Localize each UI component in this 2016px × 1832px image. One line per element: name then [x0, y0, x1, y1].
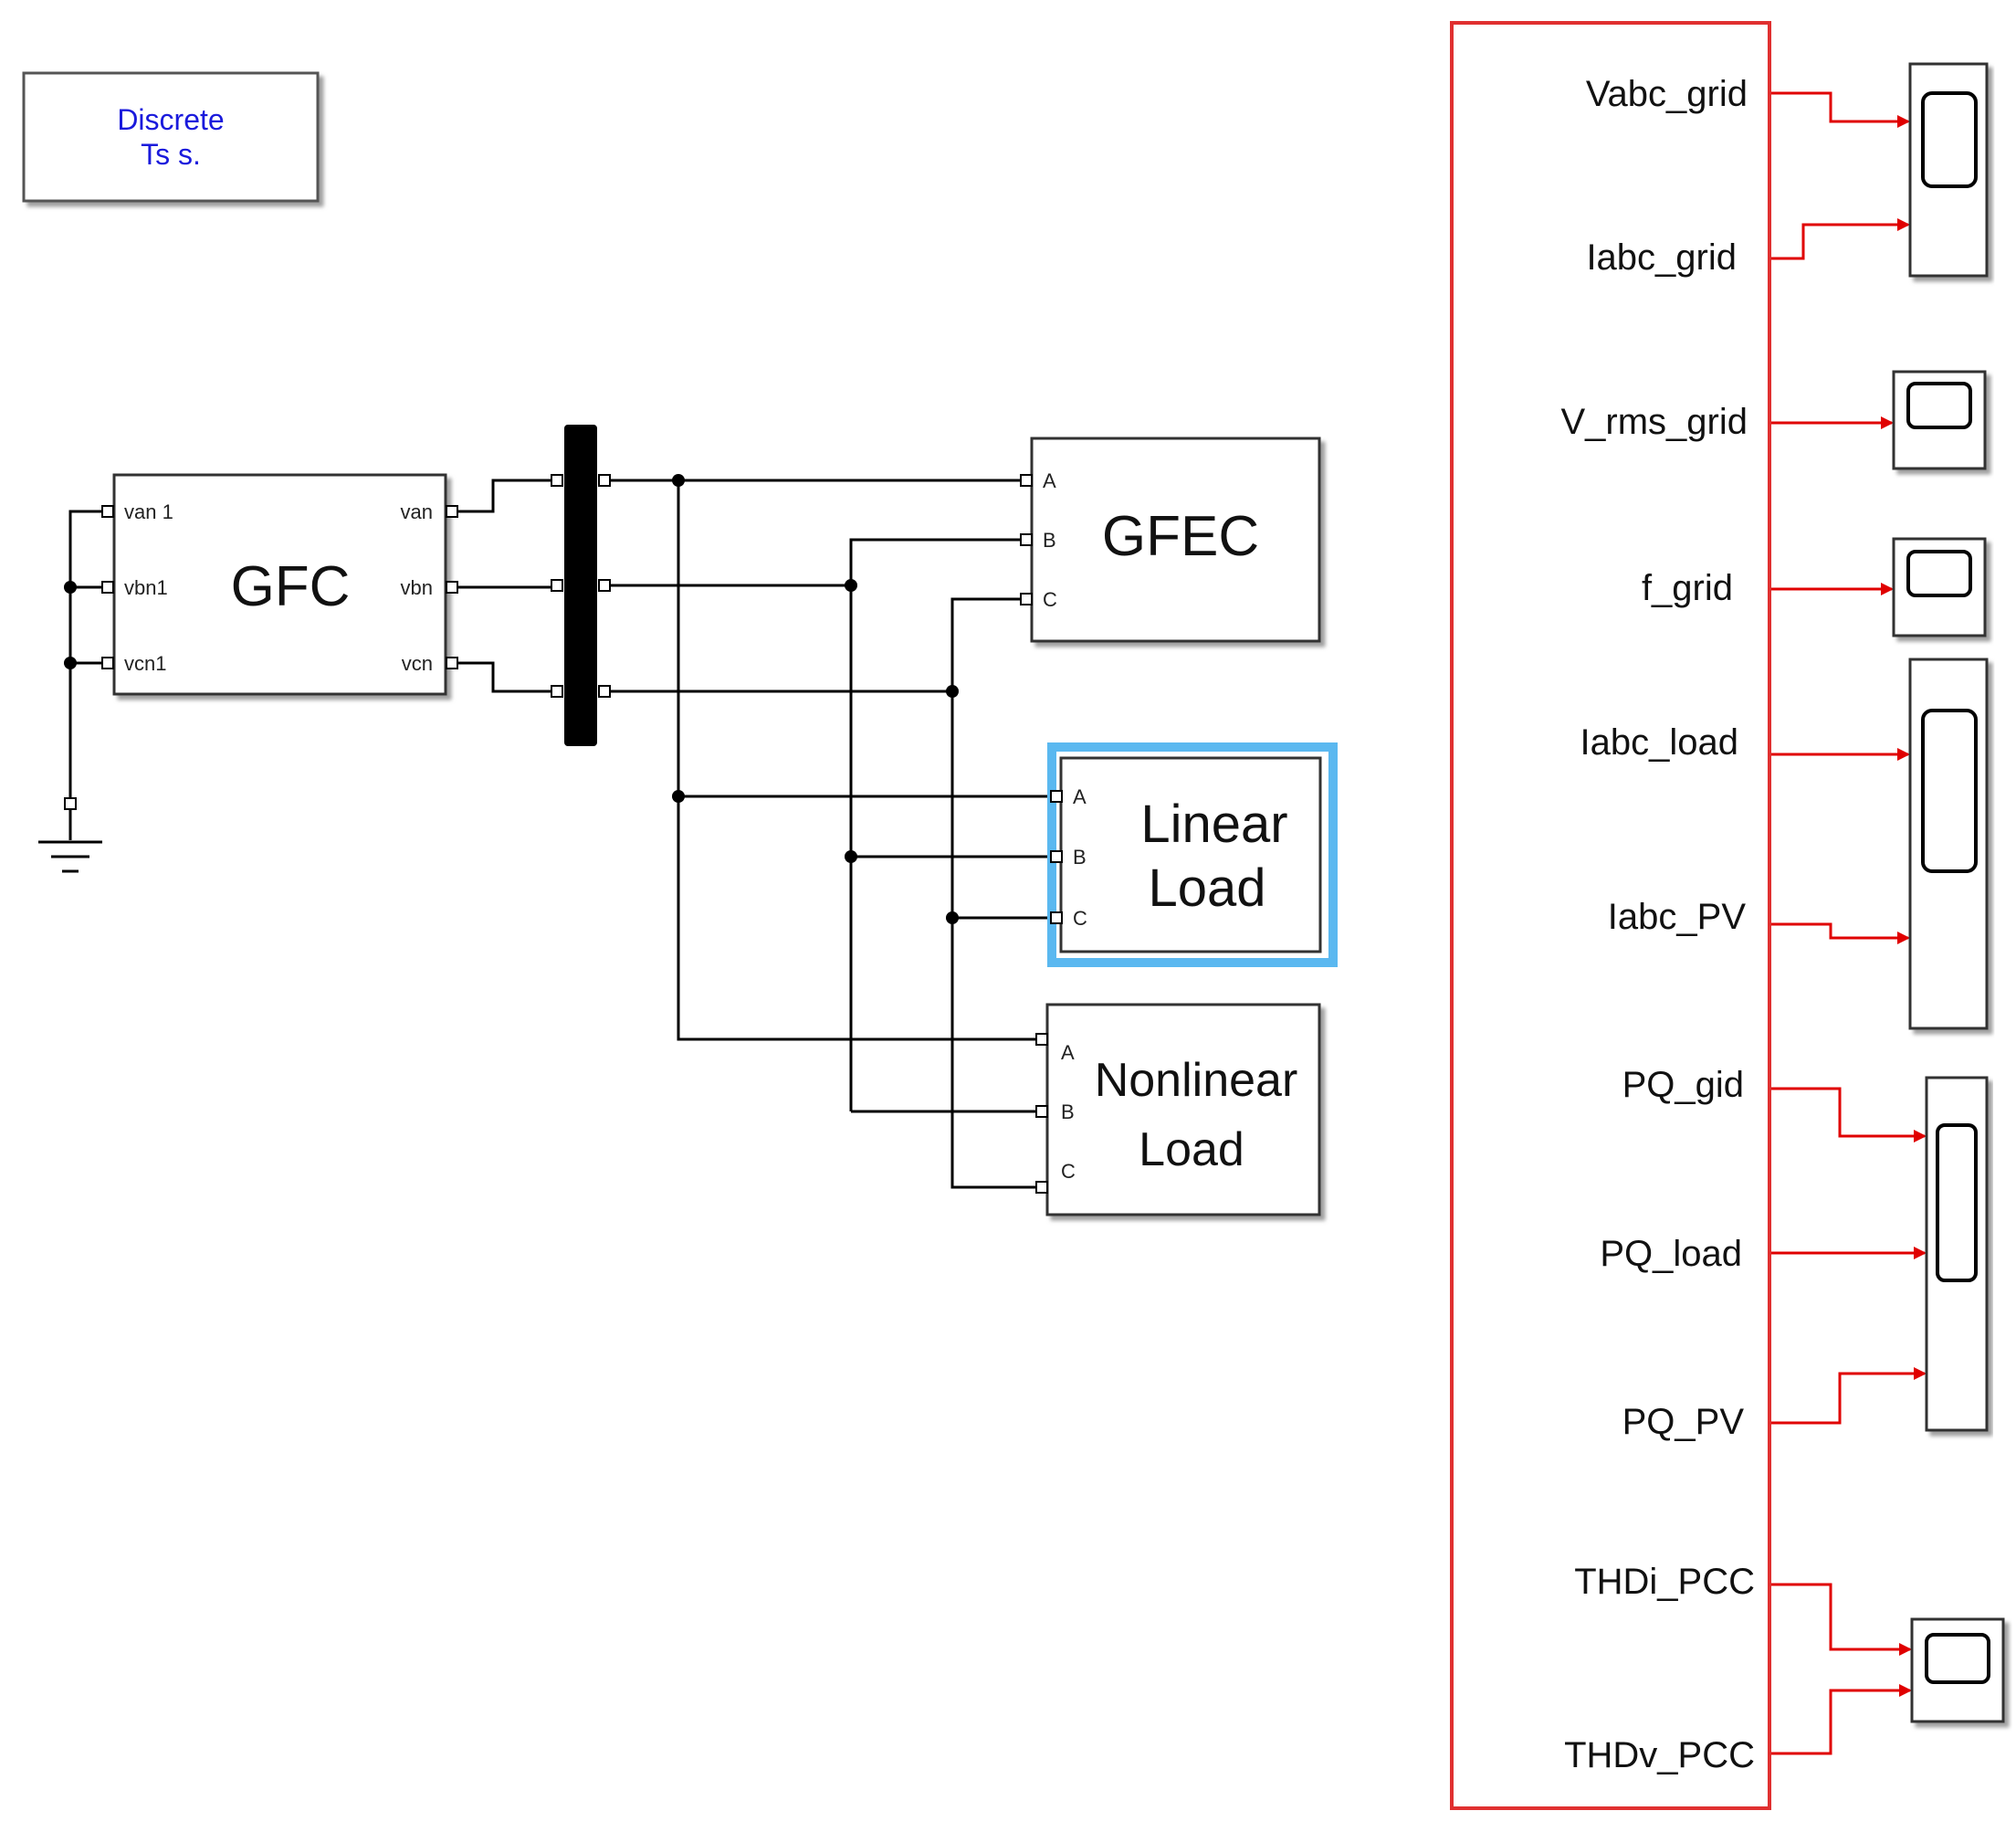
scope-grid-vi[interactable]: [1908, 62, 1989, 278]
gfc-right-port-label-3: vcn: [402, 652, 433, 675]
gfc-left-port-label-3: vcn1: [124, 652, 166, 675]
nonlinear-load-line2: Load: [1139, 1123, 1244, 1176]
powergui-line1: Discrete: [117, 103, 224, 136]
scope-pq[interactable]: [1925, 1076, 1989, 1432]
nonlinear-load-port-label-b: B: [1061, 1100, 1075, 1123]
gfc-block[interactable]: GFC van 1 vbn1 vcn1 van vbn vcn: [101, 473, 458, 696]
bus-bar[interactable]: [551, 425, 611, 746]
scope-load-pv-current[interactable]: [1908, 658, 1989, 1030]
powergui-block[interactable]: Discrete Ts s.: [22, 71, 320, 203]
ground-wires: [64, 510, 108, 810]
gfec-port-b[interactable]: [1020, 533, 1033, 546]
gfc-port-van1[interactable]: [101, 505, 114, 518]
nonlinear-load-port-c[interactable]: [1035, 1181, 1048, 1194]
power-wires: [457, 474, 1053, 1189]
gfc-port-vcn1[interactable]: [101, 657, 114, 669]
linear-load-line1: Linear: [1140, 795, 1287, 854]
gfec-block[interactable]: GFEC A B C: [1020, 437, 1321, 643]
linear-load-port-c[interactable]: [1050, 911, 1063, 924]
signal-label-iabc-grid: Iabc_grid: [1586, 237, 1737, 278]
gfec-port-c[interactable]: [1020, 593, 1033, 605]
signal-label-pq-pv: PQ_PV: [1622, 1402, 1745, 1442]
gfec-port-label-a: A: [1043, 469, 1056, 492]
signal-label-iabc-load: Iabc_load: [1580, 722, 1738, 763]
linear-load-port-a[interactable]: [1050, 790, 1063, 803]
nonlinear-load-line1: Nonlinear: [1095, 1054, 1298, 1107]
nonlinear-load-port-label-a: A: [1061, 1041, 1075, 1064]
signal-label-f-grid: f_grid: [1642, 568, 1733, 608]
scope-thd[interactable]: [1910, 1617, 2005, 1723]
gfec-title: GFEC: [1102, 505, 1259, 568]
powergui-line2: Ts s.: [141, 138, 201, 171]
signal-label-pq-load: PQ_load: [1600, 1234, 1742, 1274]
gfc-right-port-label-2: vbn: [401, 576, 433, 599]
gfc-port-vbn[interactable]: [446, 581, 458, 594]
gfec-port-a[interactable]: [1020, 474, 1033, 487]
gfc-right-port-label-1: van: [401, 500, 433, 523]
gfc-left-port-label-2: vbn1: [124, 576, 168, 599]
scope-v-rms[interactable]: [1892, 370, 1987, 470]
gfec-port-label-c: C: [1043, 588, 1057, 611]
signal-label-v-rms-grid: V_rms_grid: [1560, 402, 1748, 442]
signal-label-thdv-pcc: THDv_PCC: [1564, 1735, 1755, 1775]
gfc-port-van[interactable]: [446, 505, 458, 518]
linear-load-port-b[interactable]: [1050, 850, 1063, 863]
signal-wires: [1771, 91, 1927, 1755]
linear-load-port-label-b: B: [1073, 846, 1087, 869]
gfec-port-label-b: B: [1043, 529, 1056, 552]
signal-label-iabc-pv: Iabc_PV: [1608, 897, 1747, 937]
linear-load-block[interactable]: Linear Load A B C: [1047, 742, 1338, 967]
signal-label-vabc-grid: Vabc_grid: [1586, 74, 1748, 114]
nonlinear-load-block[interactable]: Nonlinear Load A B C: [1035, 1003, 1321, 1216]
gfc-port-vcn[interactable]: [446, 657, 458, 669]
measurement-subsystem[interactable]: Vabc_grid Iabc_grid V_rms_grid f_grid Ia…: [1450, 21, 1771, 1810]
signal-label-pq-gid: PQ_gid: [1622, 1065, 1744, 1105]
linear-load-line2: Load: [1148, 858, 1265, 918]
signal-label-thdi-pcc: THDi_PCC: [1574, 1562, 1755, 1602]
gfc-left-port-label-1: van 1: [124, 500, 173, 523]
scope-f-grid[interactable]: [1892, 537, 1987, 637]
linear-load-port-label-c: C: [1073, 907, 1087, 930]
nonlinear-load-port-b[interactable]: [1035, 1105, 1048, 1118]
ground-symbol[interactable]: [38, 804, 102, 873]
gfc-title: GFC: [231, 555, 351, 618]
nonlinear-load-port-label-c: C: [1061, 1160, 1076, 1183]
linear-load-port-label-a: A: [1073, 785, 1087, 808]
gfc-port-vbn1[interactable]: [101, 581, 114, 594]
nonlinear-load-port-a[interactable]: [1035, 1033, 1048, 1046]
